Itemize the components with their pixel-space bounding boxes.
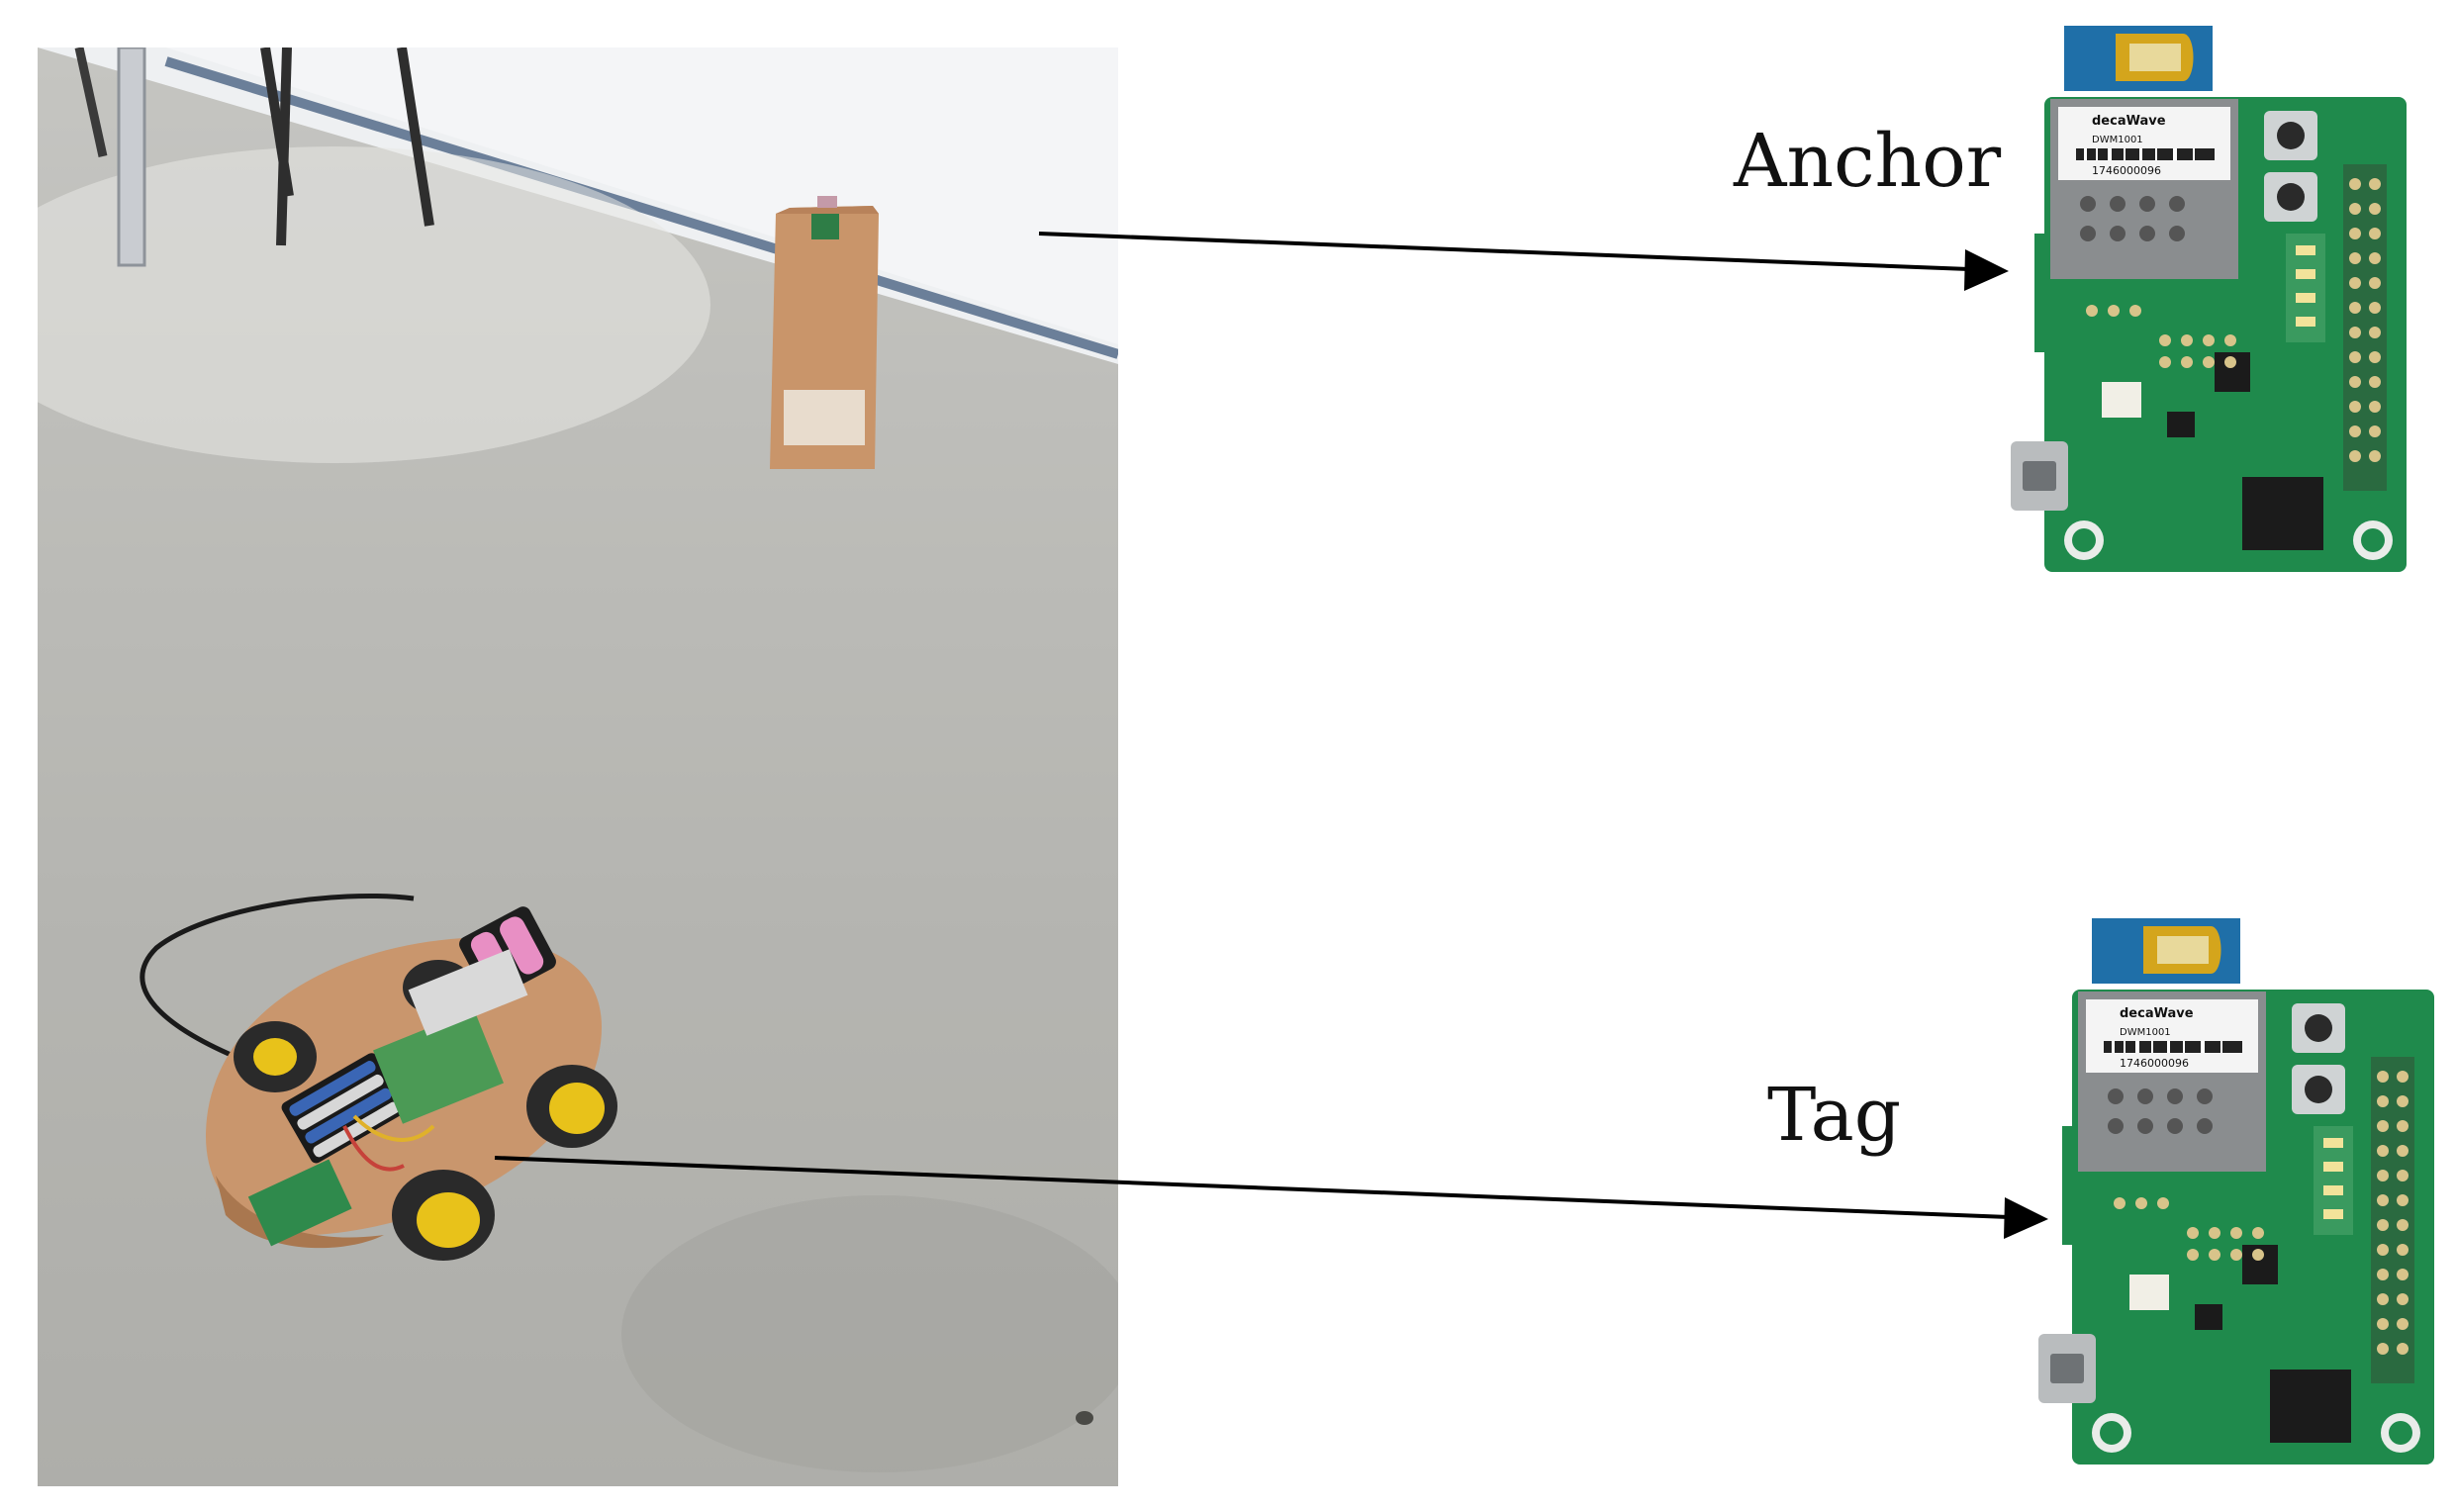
serial-text: 1746000096 bbox=[2092, 164, 2161, 177]
model-text: DWM1001 bbox=[2120, 1027, 2171, 1038]
wheel bbox=[526, 1065, 617, 1148]
led-icon bbox=[2314, 1126, 2353, 1235]
microcontroller-chip-icon bbox=[2270, 1370, 2351, 1443]
tag-label: Tag bbox=[1767, 1073, 1902, 1158]
serial-text: 1746000096 bbox=[2120, 1057, 2189, 1070]
anchor-cardboard-box bbox=[770, 196, 879, 469]
anchor-label: Anchor bbox=[1734, 119, 2002, 204]
tag-board: decaWave DWM1001 1746000096 bbox=[2038, 918, 2434, 1465]
model-text: DWM1001 bbox=[2092, 135, 2143, 145]
setup-photo bbox=[38, 47, 1118, 1486]
brand-text: decaWave bbox=[2092, 114, 2166, 129]
brand-text: decaWave bbox=[2120, 1006, 2194, 1021]
wheel bbox=[234, 1021, 317, 1092]
anchor-board: decaWave DWM1001 1746000096 bbox=[2011, 26, 2407, 572]
led-icon bbox=[2286, 234, 2325, 342]
tag-robot-car bbox=[140, 893, 617, 1261]
barcode-icon bbox=[2104, 1041, 2242, 1053]
barcode-icon bbox=[2076, 148, 2215, 160]
microcontroller-chip-icon bbox=[2242, 477, 2323, 550]
wheel bbox=[392, 1170, 495, 1261]
anchor-arrow bbox=[1038, 232, 2009, 291]
